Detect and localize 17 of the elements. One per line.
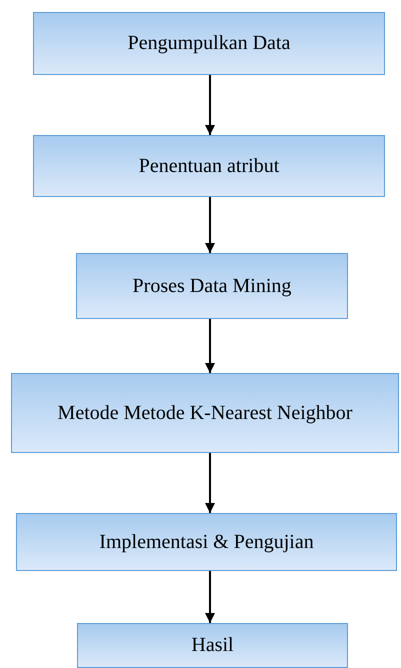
box-label: Pengumpulkan Data: [126, 31, 292, 56]
arrow: [205, 197, 215, 253]
arrow: [205, 319, 215, 373]
box-label: Penentuan atribut: [138, 154, 280, 178]
box-label: Implementasi & Pengujian: [98, 530, 315, 554]
process-box: [76, 253, 348, 319]
box-label: Metode Metode K-Nearest Neighbor: [56, 400, 354, 426]
process-box: [11, 373, 399, 453]
arrow: [205, 571, 215, 623]
process-box: [77, 623, 348, 668]
process-box: [16, 513, 397, 571]
process-box: [33, 135, 385, 197]
process-box: [33, 12, 385, 75]
arrow: [205, 75, 215, 135]
box-label: Hasil: [190, 633, 235, 658]
box-label: Proses Data Mining: [132, 274, 292, 298]
arrow: [205, 453, 215, 513]
